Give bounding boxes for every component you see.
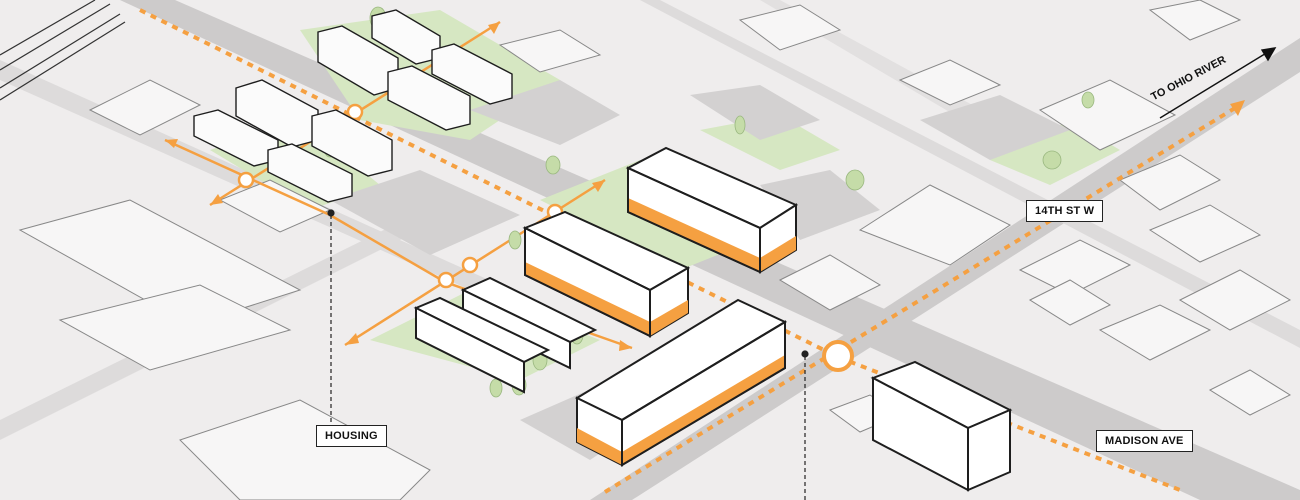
route-node — [461, 256, 479, 274]
label-14th-st-w: 14TH ST W — [1026, 200, 1104, 222]
block-housing-east — [413, 276, 598, 394]
mixed-use-blocks — [413, 146, 1013, 492]
rail-tracks — [0, 0, 126, 101]
label-housing: HOUSING — [316, 425, 387, 447]
block-tower-east — [870, 360, 1013, 492]
route-node — [437, 271, 455, 289]
route-arrowheads — [165, 22, 1245, 351]
townhouses — [193, 9, 513, 203]
route-node — [237, 171, 255, 189]
road-secondary-n — [640, 0, 1300, 348]
route-dashed-14th — [603, 103, 1242, 494]
block-north — [625, 146, 799, 274]
block-south — [574, 298, 788, 467]
block-center — [522, 210, 691, 338]
intersection-node — [822, 340, 854, 372]
callout-leaders — [327, 209, 809, 500]
label-madison-ave: MADISON AVE — [1096, 430, 1193, 452]
route-dashed-madison — [139, 8, 1181, 492]
route-nodes — [237, 103, 854, 372]
road-14th-st-w — [590, 38, 1300, 500]
river-arrow — [1159, 47, 1277, 119]
route-node — [346, 103, 364, 121]
